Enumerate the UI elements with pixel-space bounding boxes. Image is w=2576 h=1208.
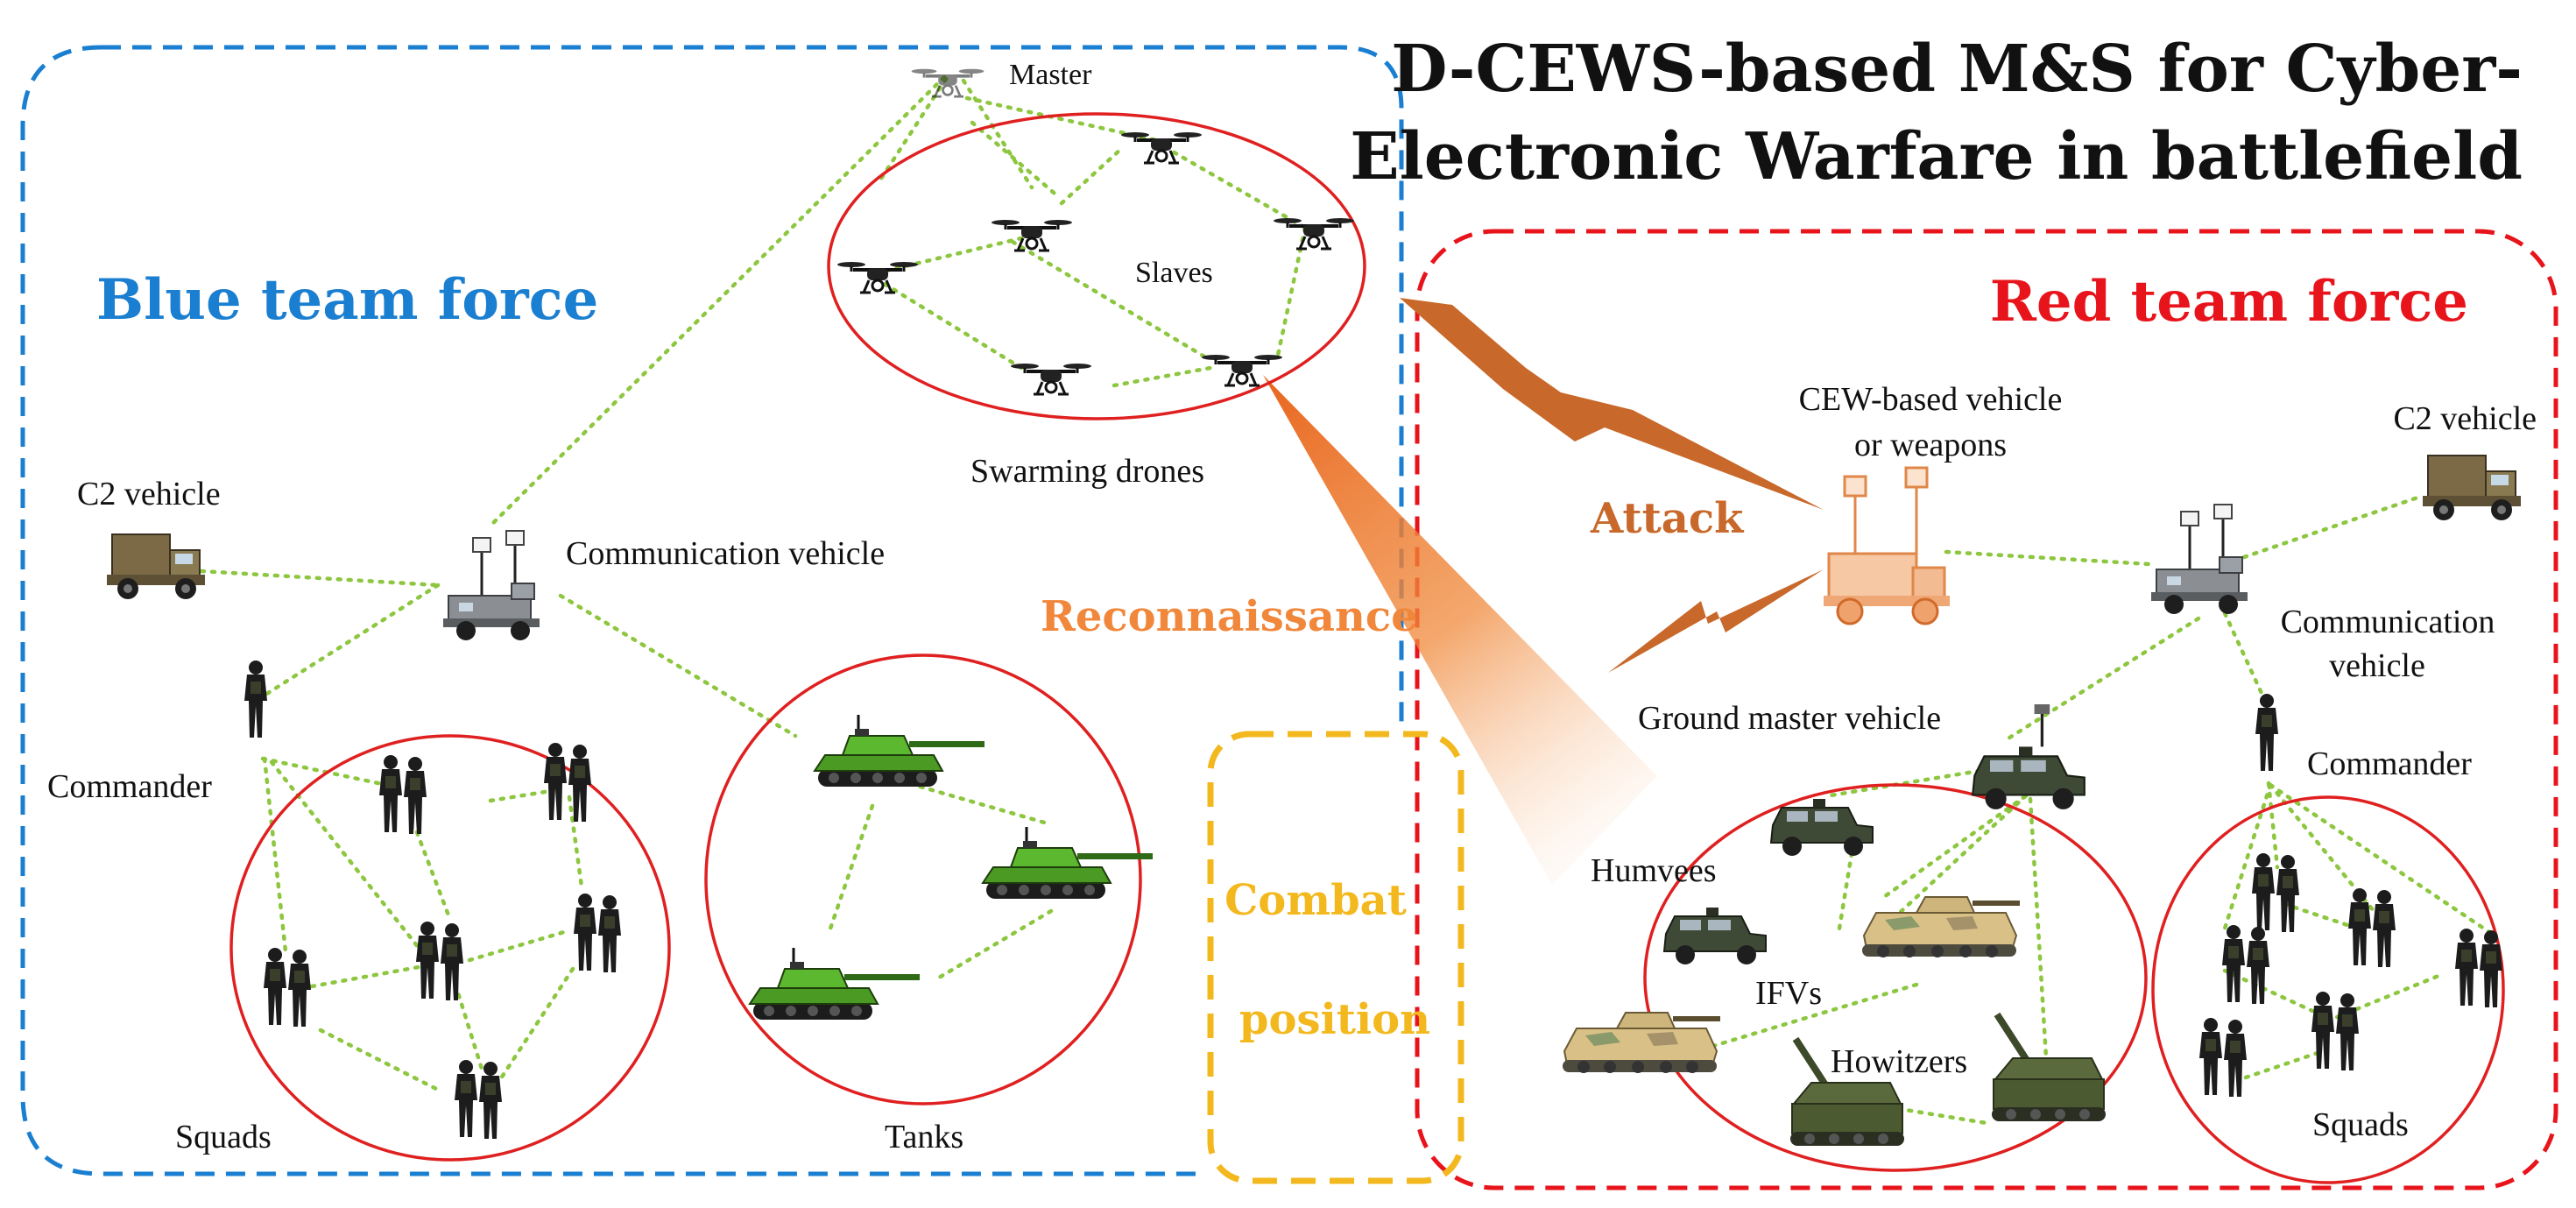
- red-c2-vehicle-icon: [2422, 455, 2522, 521]
- squad-icon: [2455, 929, 2502, 1007]
- title-line-2: Electronic Warfare in battlefield: [1350, 119, 2523, 194]
- lightning-icon: [1400, 298, 1824, 510]
- swarming-drones-label: Swarming drones: [970, 453, 1204, 490]
- red-squads-label: Squads: [2312, 1106, 2409, 1143]
- blue-comm-label: Communication vehicle: [566, 535, 885, 572]
- squad-icon: [574, 894, 621, 972]
- red-c2-label: C2 vehicle: [2393, 400, 2537, 437]
- blue-team-boundary: [102, 45, 1404, 729]
- drone-icon: [836, 260, 920, 294]
- title-line-1: D-CEWS-based M&S for Cyber-: [1391, 32, 2523, 107]
- master-label: Master: [1009, 59, 1092, 91]
- reconnaissance-beam: [1263, 375, 1657, 885]
- squad-icon: [455, 1060, 502, 1139]
- squad-icon: [2199, 1018, 2247, 1097]
- drone-icon: [1009, 362, 1093, 396]
- attack-label: Attack: [1590, 494, 1745, 543]
- lightning-icon: [1608, 569, 1824, 673]
- reconnaissance-label: Reconnaissance: [1041, 592, 1418, 641]
- red-links: [1711, 493, 2492, 1126]
- drone-icon: [1119, 131, 1203, 165]
- comm-vehicle-icon: [441, 529, 541, 642]
- squad-icon: [2348, 888, 2396, 967]
- blue-commander-label: Commander: [47, 768, 212, 805]
- red-squads-ring: [2151, 795, 2505, 1184]
- blue-team-label: Blue team force: [96, 267, 598, 333]
- squad-icon: [264, 948, 311, 1027]
- tank-icon: [813, 713, 986, 788]
- humvee-icon: [1663, 907, 1767, 965]
- tank-icon: [748, 946, 921, 1021]
- red-comm-label-2: vehicle: [2329, 647, 2425, 684]
- howitzer-icon: [1992, 1014, 2106, 1121]
- cew-vehicle-label-1: CEW-based vehicle: [1799, 381, 2063, 418]
- position-label: position: [1239, 995, 1430, 1044]
- combat-label: Combat: [1224, 876, 1407, 925]
- tank-icon: [981, 825, 1154, 901]
- squad-icon: [379, 755, 427, 834]
- drone-icon: [1272, 216, 1356, 251]
- drone-icon: [990, 218, 1074, 252]
- blue-c2-label: C2 vehicle: [77, 476, 221, 512]
- c2-vehicle-icon: [106, 533, 206, 600]
- swarm-ring: [827, 112, 1366, 420]
- red-commander-soldier-icon: [2255, 694, 2278, 771]
- humvees-label: Humvees: [1591, 852, 1717, 889]
- slaves-label: Slaves: [1135, 257, 1213, 289]
- red-comm-label-1: Communication: [2281, 604, 2495, 640]
- combat-position-boundary: [1207, 731, 1464, 1184]
- red-commander-label: Commander: [2307, 745, 2472, 782]
- red-team-boundary: [1415, 229, 2558, 1190]
- ifv-icon: [1861, 896, 2021, 958]
- howitzers-label: Howitzers: [1831, 1043, 1967, 1080]
- blue-links: [199, 74, 1308, 1094]
- tanks-ring: [704, 653, 1142, 1106]
- squad-icon: [2252, 853, 2299, 932]
- red-vehicles-ring: [1643, 783, 2148, 1172]
- squad-icon: [2222, 925, 2269, 1004]
- cew-vehicle-icon: [1822, 466, 1951, 625]
- blue-squads-label: Squads: [175, 1119, 272, 1155]
- blue-squads-ring: [229, 734, 671, 1162]
- master-drone-icon: [909, 67, 986, 98]
- cew-vehicle-label-2: or weapons: [1854, 427, 2007, 463]
- squad-icon: [2311, 992, 2359, 1070]
- tanks-label: Tanks: [885, 1119, 963, 1155]
- squad-icon: [416, 922, 463, 1000]
- ifv-icon: [1562, 1012, 1721, 1074]
- red-team-label: Red team force: [1990, 269, 2468, 335]
- ifvs-label: IFVs: [1755, 975, 1822, 1012]
- red-comm-vehicle-icon: [2149, 503, 2249, 616]
- commander-soldier-icon: [244, 661, 267, 738]
- blue-team-boundary-lower: [20, 45, 1200, 1176]
- humvee-icon: [1770, 798, 1874, 857]
- squad-icon: [544, 743, 591, 822]
- ground-master-label: Ground master vehicle: [1638, 700, 1941, 737]
- ground-master-vehicle-icon: [1972, 704, 2086, 811]
